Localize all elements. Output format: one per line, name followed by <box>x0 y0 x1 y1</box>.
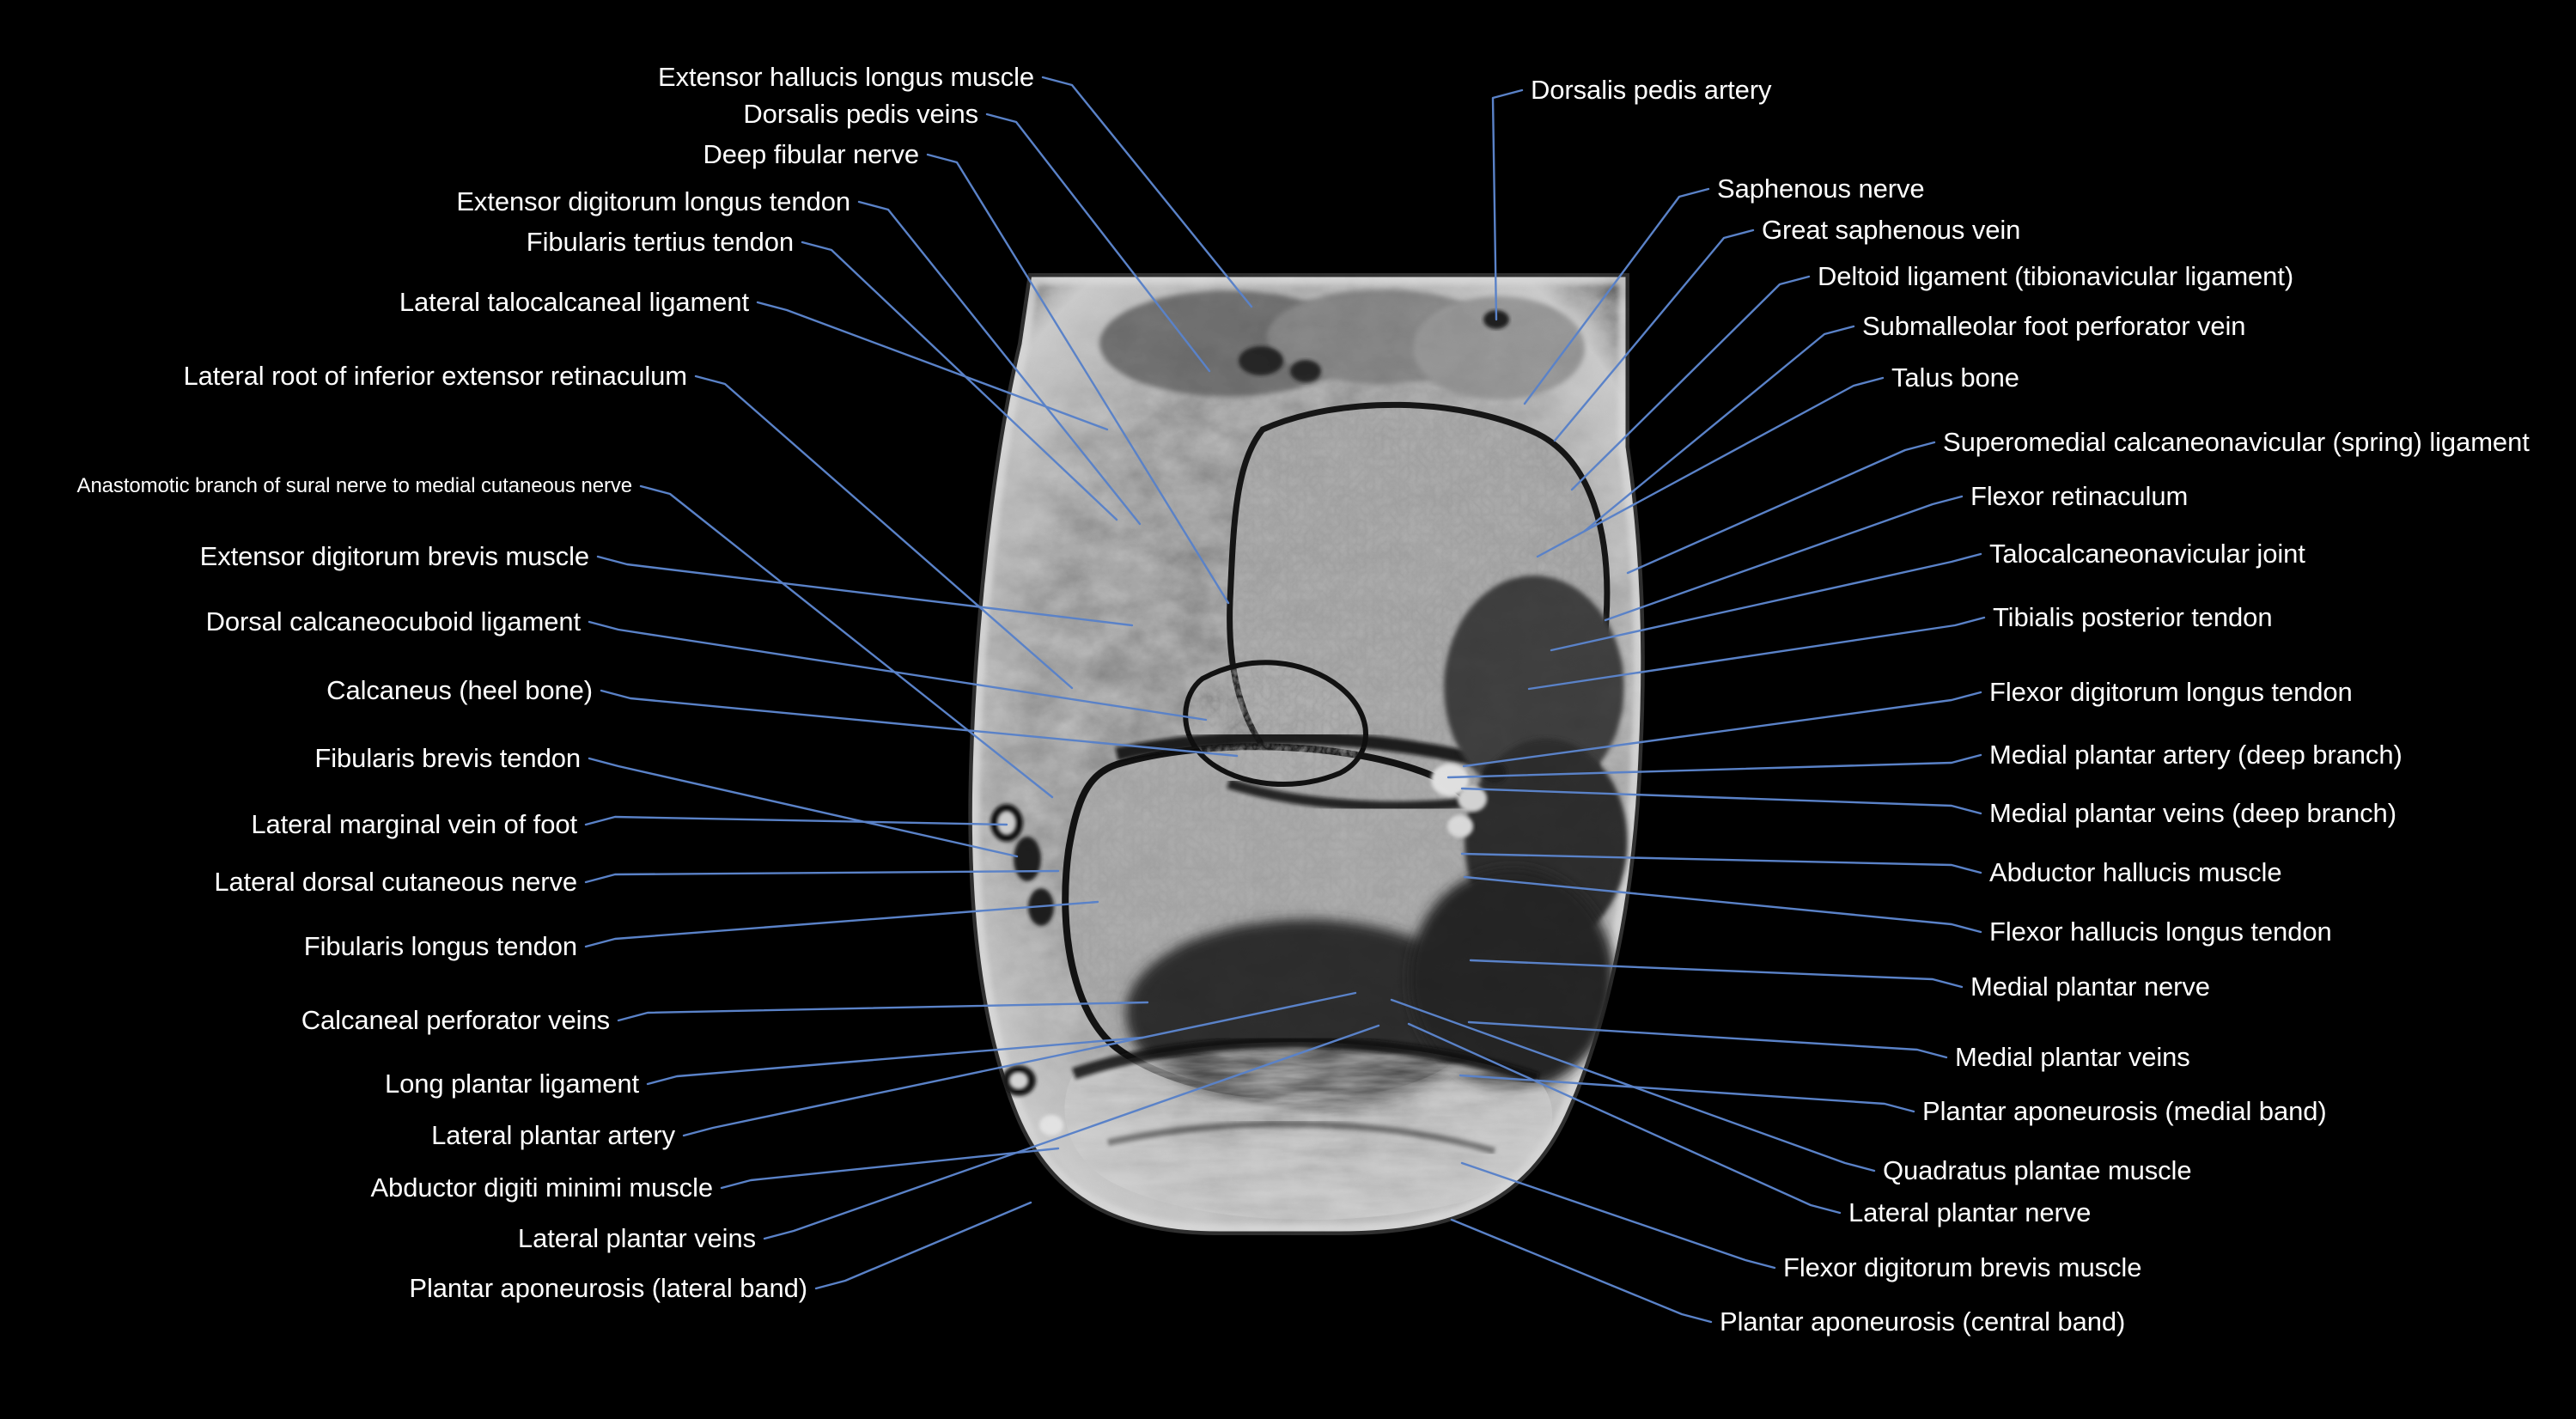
label-medial-plantar-artery-deep-branch: Medial plantar artery (deep branch) <box>1989 740 2402 770</box>
label-anastomotic-branch-of-sural-nerve-to-medial-cutaneous-nerve: Anastomotic branch of sural nerve to med… <box>76 474 633 497</box>
label-lateral-marginal-vein-of-foot: Lateral marginal vein of foot <box>251 809 577 839</box>
label-dorsalis-pedis-veins: Dorsalis pedis veins <box>743 99 978 129</box>
label-plantar-aponeurosis-central-band: Plantar aponeurosis (central band) <box>1720 1306 2126 1337</box>
label-lateral-dorsal-cutaneous-nerve: Lateral dorsal cutaneous nerve <box>214 867 577 897</box>
label-dorsal-calcaneocuboid-ligament: Dorsal calcaneocuboid ligament <box>205 606 582 636</box>
label-calcaneus-heel-bone: Calcaneus (heel bone) <box>326 675 593 705</box>
label-extensor-digitorum-longus-tendon: Extensor digitorum longus tendon <box>456 186 850 216</box>
label-flexor-digitorum-longus-tendon: Flexor digitorum longus tendon <box>1989 677 2353 707</box>
label-plantar-aponeurosis-lateral-band: Plantar aponeurosis (lateral band) <box>409 1273 807 1303</box>
label-extensor-hallucis-longus-muscle: Extensor hallucis longus muscle <box>658 62 1034 92</box>
label-lateral-plantar-artery: Lateral plantar artery <box>431 1120 675 1150</box>
label-fibularis-brevis-tendon: Fibularis brevis tendon <box>314 743 581 773</box>
label-lateral-talocalcaneal-ligament: Lateral talocalcaneal ligament <box>399 287 749 317</box>
label-superomedial-calcaneonavicular-spring-ligament: Superomedial calcaneonavicular (spring) … <box>1943 427 2530 457</box>
label-quadratus-plantae-muscle: Quadratus plantae muscle <box>1883 1155 2192 1185</box>
label-saphenous-nerve: Saphenous nerve <box>1717 174 1925 204</box>
label-lateral-plantar-nerve: Lateral plantar nerve <box>1848 1197 2092 1227</box>
label-deltoid-ligament-tibionavicular-ligament: Deltoid ligament (tibionavicular ligamen… <box>1818 261 2294 291</box>
label-submalleolar-foot-perforator-vein: Submalleolar foot perforator vein <box>1862 311 2246 341</box>
label-medial-plantar-veins: Medial plantar veins <box>1955 1042 2190 1072</box>
label-medial-plantar-veins-deep-branch: Medial plantar veins (deep branch) <box>1989 798 2396 828</box>
label-talus-bone: Talus bone <box>1891 362 2019 393</box>
label-plantar-aponeurosis-medial-band: Plantar aponeurosis (medial band) <box>1922 1096 2327 1126</box>
label-extensor-digitorum-brevis-muscle: Extensor digitorum brevis muscle <box>199 541 589 571</box>
label-flexor-hallucis-longus-tendon: Flexor hallucis longus tendon <box>1989 917 2332 947</box>
label-talocalcaneonavicular-joint: Talocalcaneonavicular joint <box>1989 539 2305 569</box>
label-dorsalis-pedis-artery: Dorsalis pedis artery <box>1531 75 1772 105</box>
label-lateral-root-of-inferior-extensor-retinaculum: Lateral root of inferior extensor retina… <box>183 361 687 391</box>
label-medial-plantar-nerve: Medial plantar nerve <box>1970 971 2210 1002</box>
label-fibularis-longus-tendon: Fibularis longus tendon <box>303 931 577 961</box>
label-abductor-digiti-minimi-muscle: Abductor digiti minimi muscle <box>370 1172 713 1203</box>
label-lateral-plantar-veins: Lateral plantar veins <box>517 1223 756 1253</box>
label-abductor-hallucis-muscle: Abductor hallucis muscle <box>1989 857 2282 887</box>
label-flexor-digitorum-brevis-muscle: Flexor digitorum brevis muscle <box>1783 1252 2142 1282</box>
label-calcaneal-perforator-veins: Calcaneal perforator veins <box>301 1005 610 1035</box>
label-flexor-retinaculum: Flexor retinaculum <box>1970 481 2189 511</box>
label-deep-fibular-nerve: Deep fibular nerve <box>703 139 919 169</box>
label-fibularis-tertius-tendon: Fibularis tertius tendon <box>526 227 794 257</box>
label-long-plantar-ligament: Long plantar ligament <box>384 1069 639 1099</box>
label-great-saphenous-vein: Great saphenous vein <box>1762 215 2021 245</box>
label-tibialis-posterior-tendon: Tibialis posterior tendon <box>1993 602 2273 632</box>
